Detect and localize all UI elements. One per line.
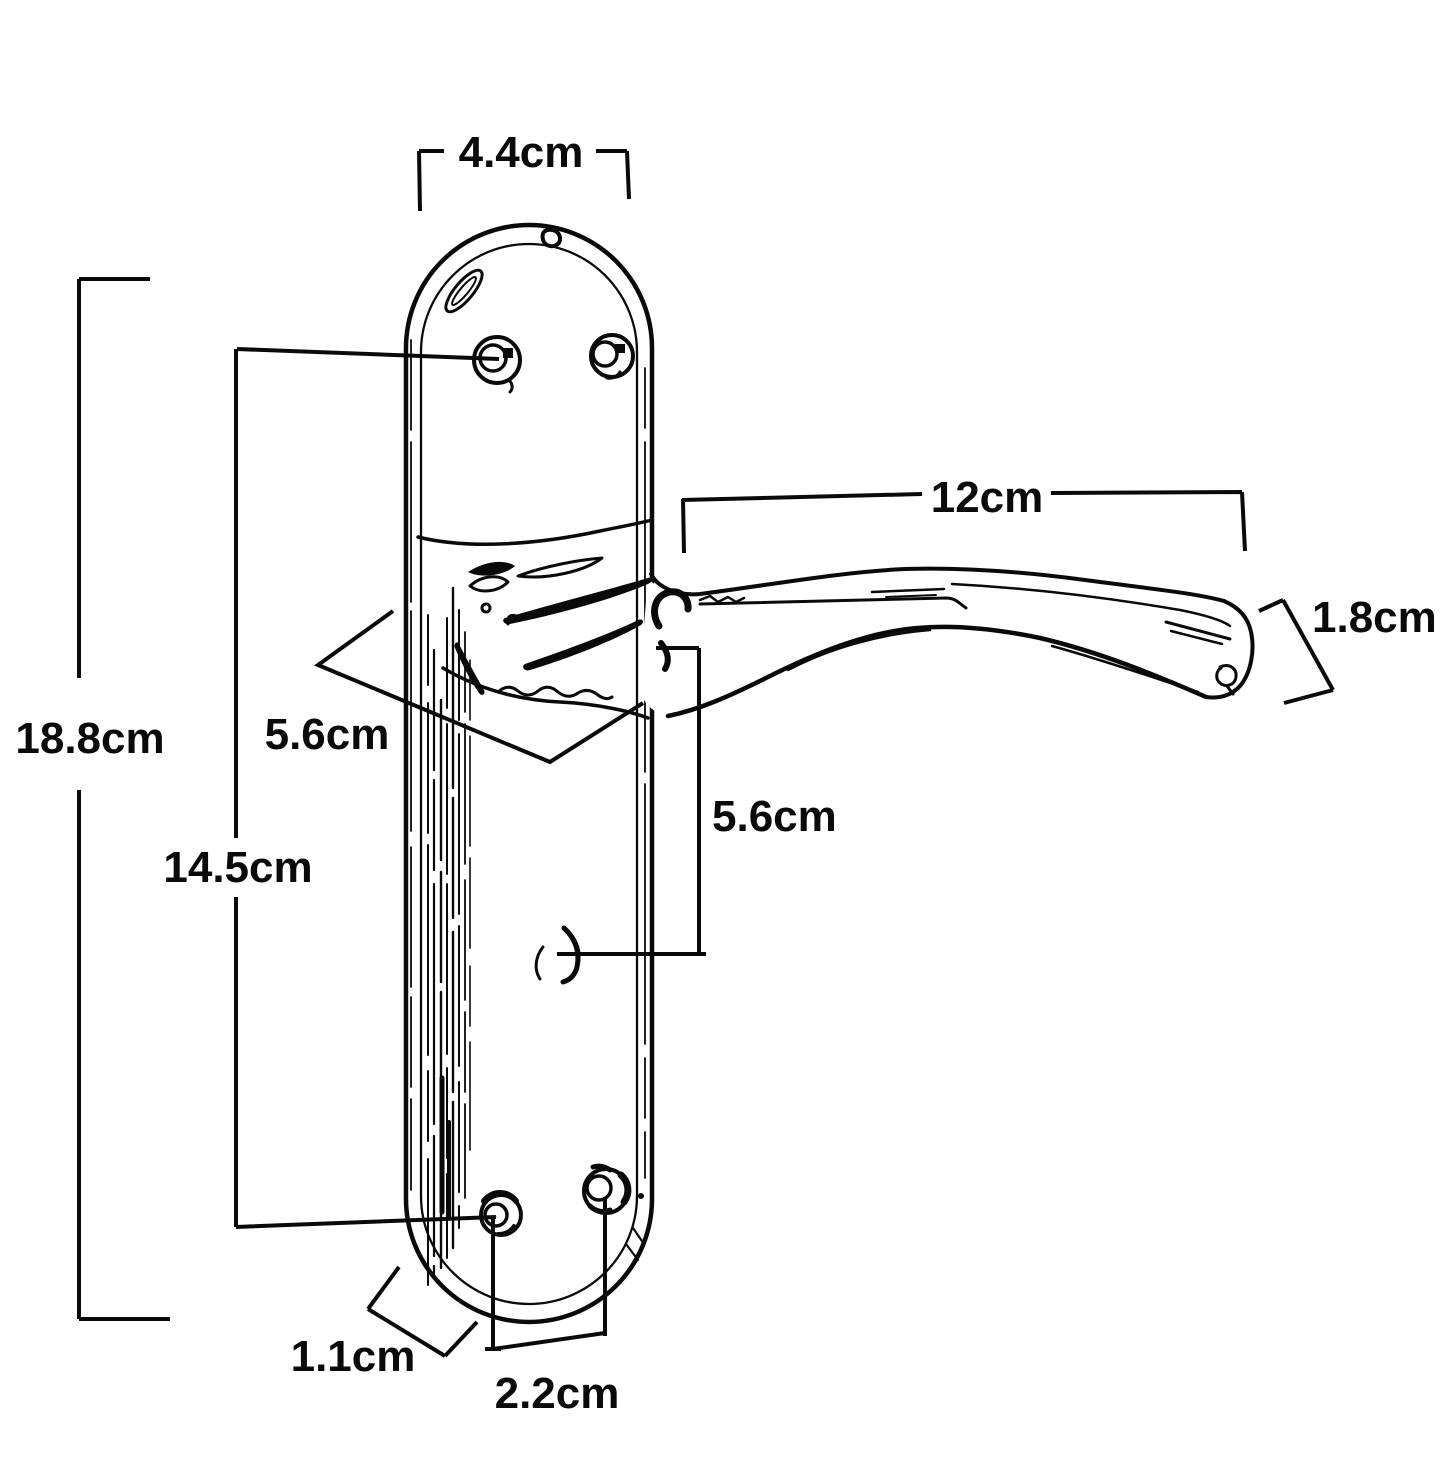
dim-label-spindle-to-keyhole: 5.6cm — [712, 792, 837, 841]
lever-bottom-inner-line — [786, 628, 932, 672]
dim-label-handle-projection: 5.6cm — [265, 710, 390, 759]
dim-screw-centres: 14.5cm — [163, 347, 500, 1229]
dim-overall-height: 18.8cm — [15, 277, 170, 1321]
screw-bottom-right — [582, 1163, 644, 1215]
dim-label-overall-height: 18.8cm — [15, 714, 164, 763]
dim-label-lever-end-width: 1.8cm — [1312, 593, 1437, 642]
screw-top-right — [589, 333, 635, 380]
lever-bottom-edge — [665, 624, 1209, 719]
dim-handle-projection: 5.6cm — [265, 609, 645, 765]
backplate-inner-outline — [419, 242, 639, 1306]
dim-label-plate-width: 4.4cm — [459, 128, 584, 177]
backplate-outer-outline — [403, 222, 655, 1325]
lever-handle — [454, 556, 1255, 719]
dim-lever-length: 12cm — [681, 473, 1247, 554]
lever-dash-2 — [885, 594, 937, 598]
dim-label-screw-centres: 14.5cm — [163, 843, 312, 892]
lever-end-cap — [1204, 599, 1255, 700]
cap-highlight-2 — [1169, 629, 1224, 646]
backplate — [403, 222, 655, 1325]
dim-label-screw-offset: 2.2cm — [495, 1369, 620, 1418]
lever-silhouette — [639, 568, 1253, 716]
dim-spindle-to-keyhole: 5.6cm — [557, 646, 837, 956]
top-notch — [540, 227, 562, 249]
lever-top-edge — [649, 566, 1226, 603]
flange-top-shoulder — [416, 518, 654, 546]
neck-shadow-comma — [658, 640, 671, 672]
keyhole — [534, 925, 581, 985]
dim-screw-offset: 2.2cm — [485, 1197, 619, 1418]
screw-top-left — [472, 335, 522, 394]
cap-curl-detail — [1215, 664, 1238, 696]
screw-bottom-left — [479, 1190, 523, 1237]
cap-highlight-1 — [1164, 620, 1232, 641]
flange-sketch — [454, 556, 746, 701]
dim-lever-end-width: 1.8cm — [1258, 593, 1437, 705]
plate-hatching — [427, 586, 646, 1286]
lever-bottom-inner-line-right — [1050, 644, 1200, 694]
neck-shadow-arc — [651, 588, 692, 630]
dim-label-lever-length: 12cm — [931, 473, 1044, 522]
dim-plate-edge-depth: 1.1cm — [291, 1265, 479, 1381]
dim-label-plate-edge-depth: 1.1cm — [291, 1332, 416, 1381]
dimension-annotations: 4.4cm 18.8cm 14.5cm 5.6cm 5.6cm 12cm — [15, 128, 1436, 1418]
lever-dash-1 — [870, 587, 946, 594]
lever-mid-line — [698, 596, 968, 610]
top-slot — [444, 268, 484, 314]
lever-top-inner-line — [950, 582, 1232, 628]
dim-plate-width: 4.4cm — [417, 128, 631, 212]
